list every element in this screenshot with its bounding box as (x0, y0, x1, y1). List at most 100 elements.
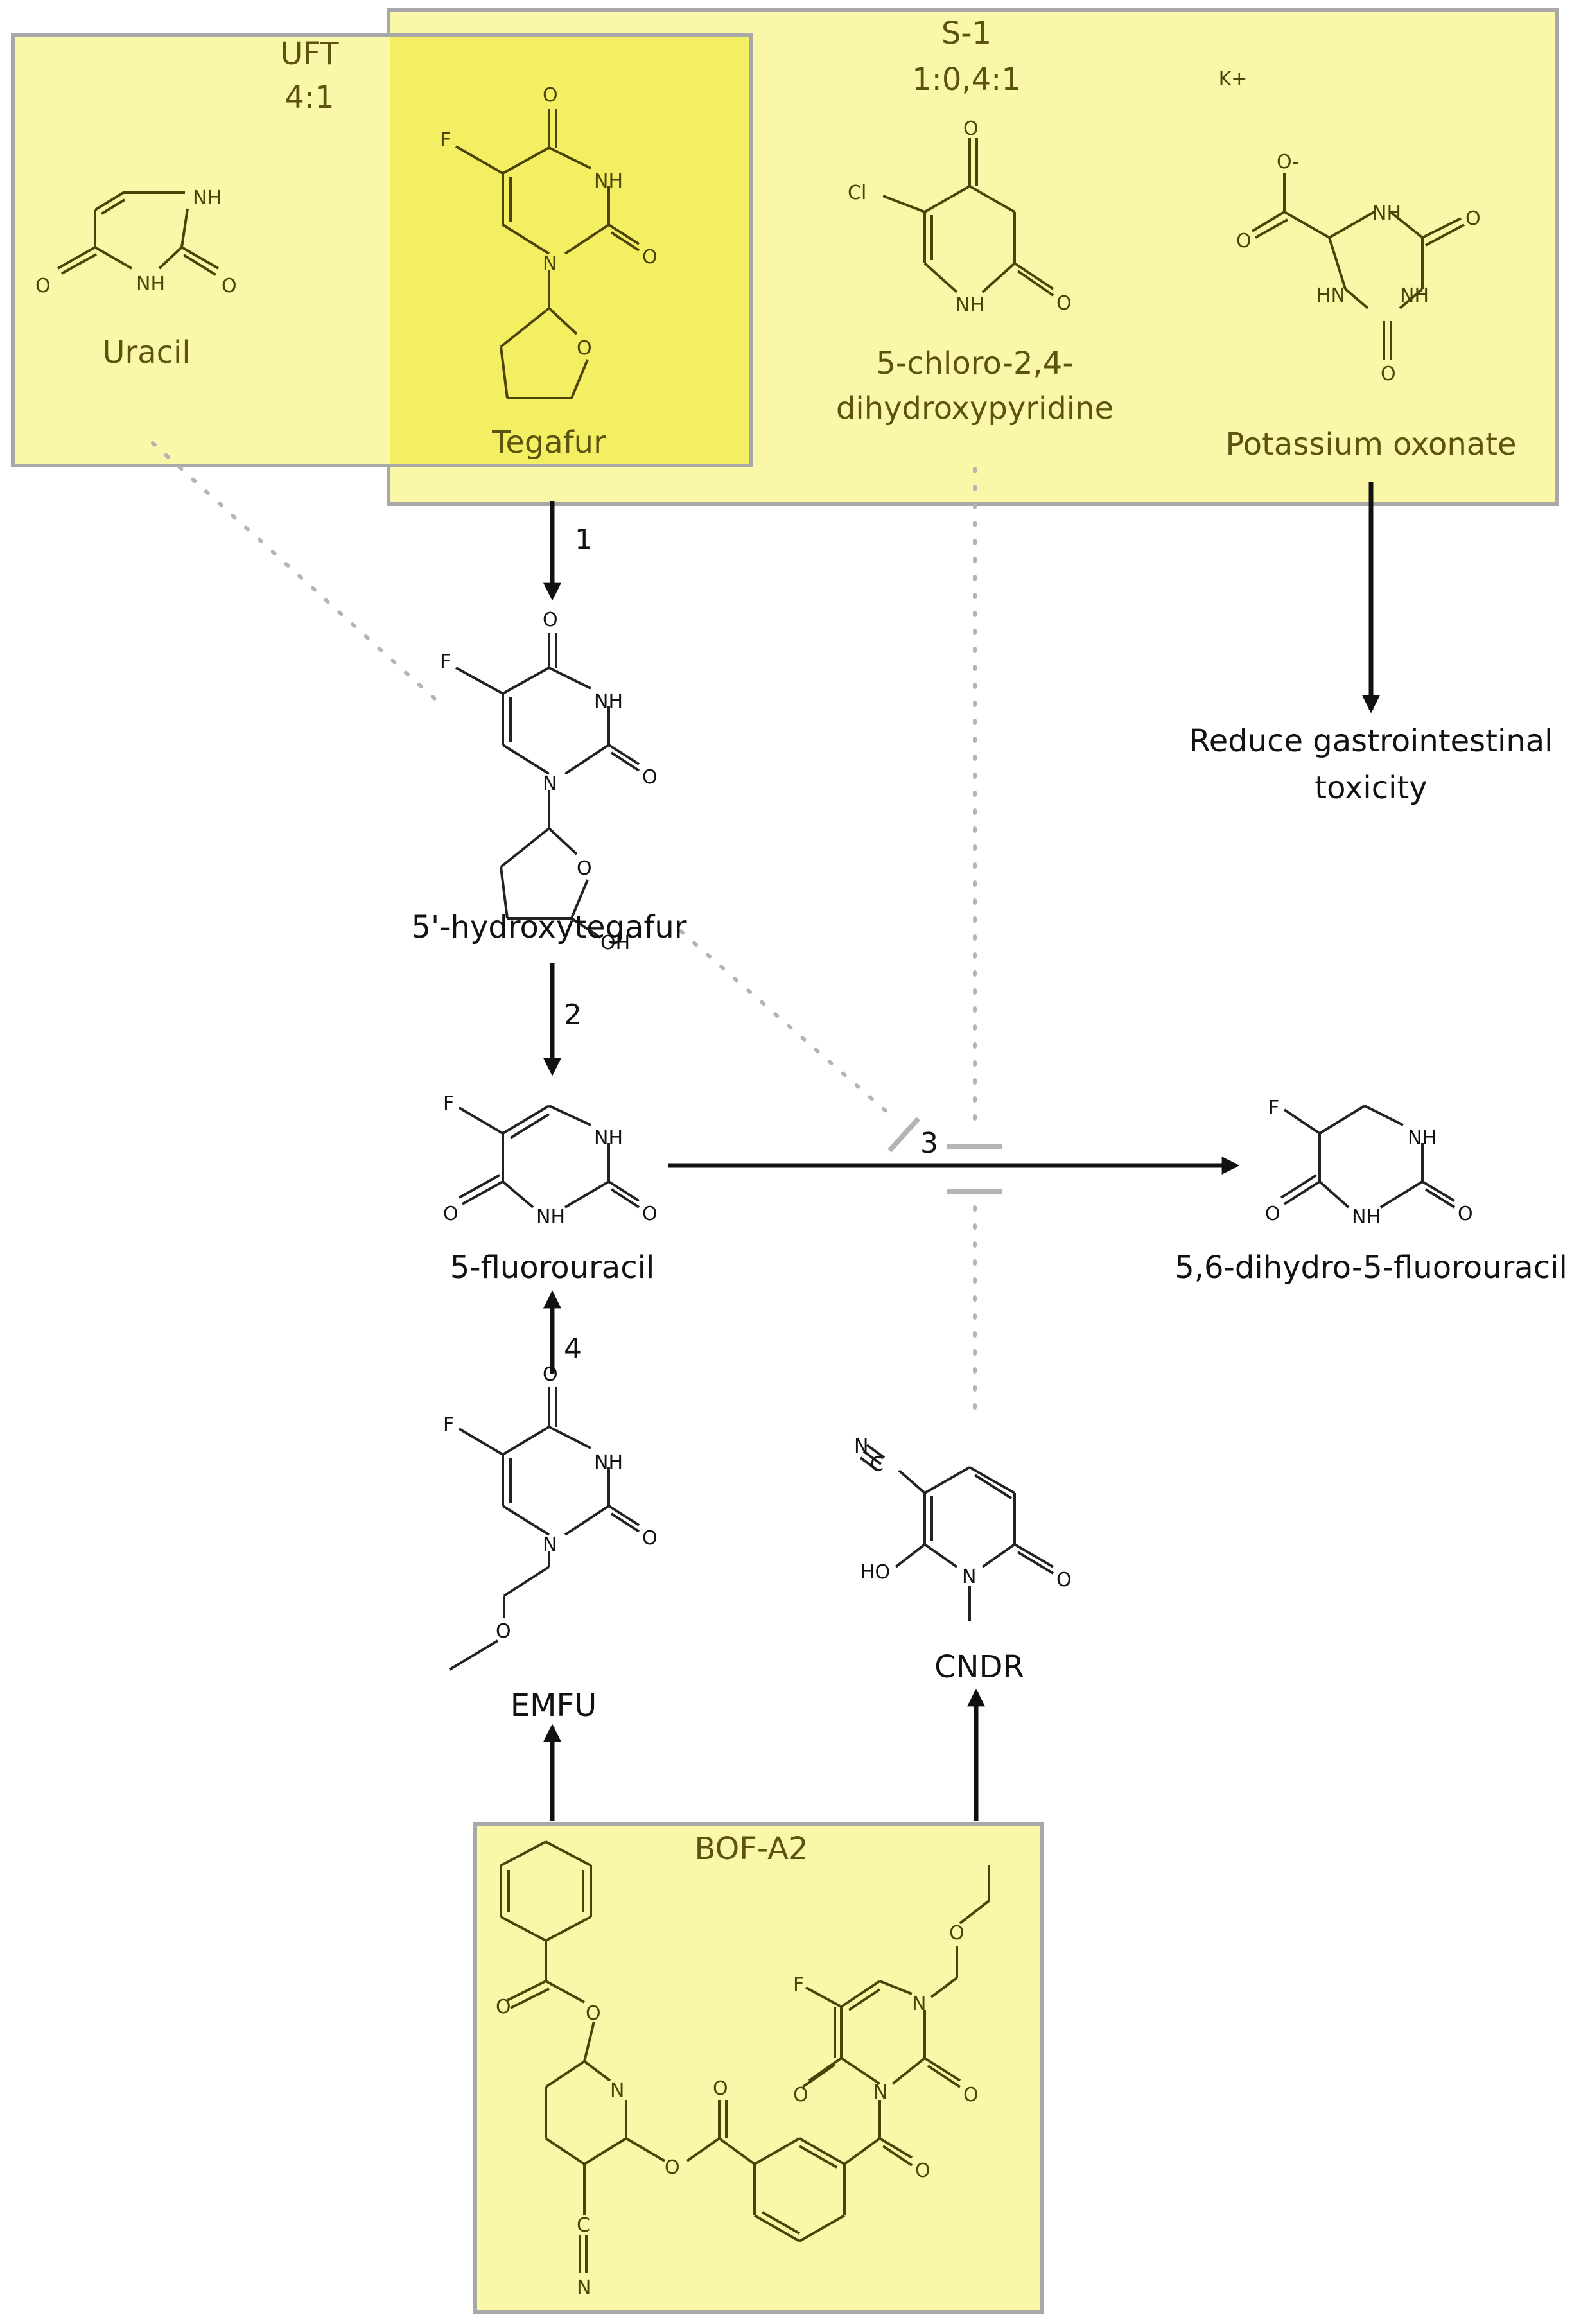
svg-text:O-: O- (1277, 151, 1299, 173)
bof-a2-box (473, 1822, 1044, 2314)
svg-text:O: O (949, 1922, 965, 1944)
svg-text:O: O (586, 2002, 601, 2025)
uft-title: UFT (280, 36, 339, 72)
svg-text:F: F (793, 1973, 804, 1996)
svg-text:O: O (443, 1203, 459, 1225)
svg-text:N: N (543, 1533, 557, 1556)
uft-ratio: 4:1 (284, 80, 334, 116)
bof-a2-structure: O O N O O O N N F O O O C N (496, 1840, 990, 2299)
svg-text:F: F (440, 129, 451, 152)
cndr-structure: N C HO N O (854, 1435, 1072, 1621)
svg-text:HN: HN (1316, 284, 1345, 307)
svg-text:NH: NH (536, 1206, 565, 1228)
svg-text:O: O (963, 118, 979, 140)
svg-text:O: O (642, 1203, 658, 1225)
step-2-label: 2 (564, 999, 582, 1031)
step-3-label: 3 (920, 1127, 938, 1160)
step-4-label: 4 (564, 1332, 582, 1365)
oxonate-label: Potassium oxonate (1226, 426, 1517, 462)
svg-text:F: F (443, 1413, 454, 1436)
uracil-label: Uracil (102, 335, 190, 371)
svg-text:N: N (873, 2081, 887, 2104)
svg-text:NH: NH (1372, 202, 1401, 225)
svg-text:O: O (496, 1620, 511, 1643)
dihydrofluorouracil-label: 5,6-dihydro-5-fluorouracil (1175, 1250, 1568, 1286)
svg-text:N: N (543, 252, 557, 275)
cdhp-label-line2: dihydroxypyridine (836, 390, 1114, 426)
svg-text:N: N (543, 773, 557, 795)
step-1-label: 1 (575, 523, 593, 556)
svg-text:O: O (915, 2160, 930, 2182)
svg-text:NH: NH (956, 294, 984, 317)
emfu-structure: F O NH O N O (443, 1363, 658, 1671)
svg-text:O: O (1458, 1203, 1473, 1225)
svg-text:NH: NH (594, 690, 623, 713)
fluorouracil-structure: F NH NH O O (443, 1092, 658, 1228)
svg-text:O: O (1056, 1569, 1072, 1591)
cndr-label: CNDR (934, 1649, 1024, 1685)
dihydrofluorouracil-structure: F NH NH O O (1265, 1097, 1473, 1228)
svg-text:O: O (222, 275, 237, 297)
inhibition-bars (887, 1117, 1002, 1194)
svg-text:N: N (962, 1566, 976, 1588)
fluorouracil-label: 5-fluorouracil (450, 1250, 655, 1286)
s1-ratio: 1:0,4:1 (912, 62, 1021, 98)
svg-text:O: O (577, 857, 592, 880)
svg-text:NH: NH (594, 1451, 623, 1474)
svg-text:O: O (543, 84, 558, 107)
bof-a2-title: BOF-A2 (694, 1831, 808, 1867)
emfu-label: EMFU (511, 1688, 597, 1724)
svg-text:Cl: Cl (848, 182, 866, 204)
svg-text:O: O (1056, 292, 1072, 315)
svg-text:O: O (665, 2156, 680, 2179)
gi-effect-line1: Reduce gastrointestinal (1189, 723, 1553, 759)
svg-text:F: F (440, 651, 451, 673)
uracil-structure: NH NH O O (35, 187, 237, 297)
tegafur-structure: F O NH O N O (440, 84, 658, 399)
hydroxytegafur-structure: F O NH O N O OH (440, 609, 658, 954)
svg-text:O: O (1236, 230, 1252, 252)
pathway-arrows (543, 482, 1380, 1821)
svg-text:N: N (577, 2276, 591, 2299)
svg-text:NH: NH (193, 187, 222, 209)
svg-text:C: C (870, 1453, 884, 1476)
svg-text:NH: NH (1352, 1206, 1381, 1228)
svg-text:O: O (642, 1527, 658, 1550)
svg-text:O: O (793, 2084, 808, 2106)
svg-text:NH: NH (1408, 1127, 1437, 1149)
svg-text:O: O (1465, 207, 1481, 230)
svg-text:NH: NH (594, 1127, 623, 1149)
svg-text:O: O (642, 766, 658, 789)
svg-text:NH: NH (1400, 284, 1429, 307)
cdhp-structure: Cl O NH O (848, 118, 1072, 317)
svg-text:N: N (854, 1435, 868, 1458)
svg-text:N: N (610, 2079, 624, 2102)
potassium-cation: K+ (1219, 68, 1248, 91)
inhibition-lines (151, 441, 977, 1415)
svg-text:O: O (1265, 1203, 1280, 1225)
tegafur-label: Tegafur (491, 424, 606, 460)
svg-text:O: O (543, 1363, 558, 1386)
svg-text:O: O (1381, 363, 1396, 385)
svg-text:O: O (543, 609, 558, 631)
gi-effect-line2: toxicity (1315, 770, 1427, 806)
svg-text:O: O (713, 2077, 728, 2100)
svg-text:NH: NH (136, 273, 165, 295)
svg-text:F: F (443, 1092, 454, 1115)
svg-text:HO: HO (860, 1561, 890, 1584)
hydroxytegafur-label: 5'-hydroxytegafur (411, 909, 686, 945)
svg-text:O: O (577, 337, 592, 360)
svg-text:F: F (1268, 1097, 1279, 1119)
oxonate-structure: NH HN NH O- O O O (1236, 151, 1481, 385)
svg-text:O: O (496, 1996, 511, 2018)
svg-text:OH: OH (600, 932, 630, 954)
s1-title: S-1 (941, 15, 991, 51)
cdhp-label-line1: 5-chloro-2,4- (876, 345, 1073, 381)
svg-text:O: O (35, 275, 51, 297)
svg-text:O: O (963, 2084, 979, 2106)
svg-text:C: C (577, 2214, 590, 2237)
svg-text:O: O (642, 246, 658, 268)
svg-text:NH: NH (594, 170, 623, 193)
svg-text:N: N (912, 1993, 926, 2015)
